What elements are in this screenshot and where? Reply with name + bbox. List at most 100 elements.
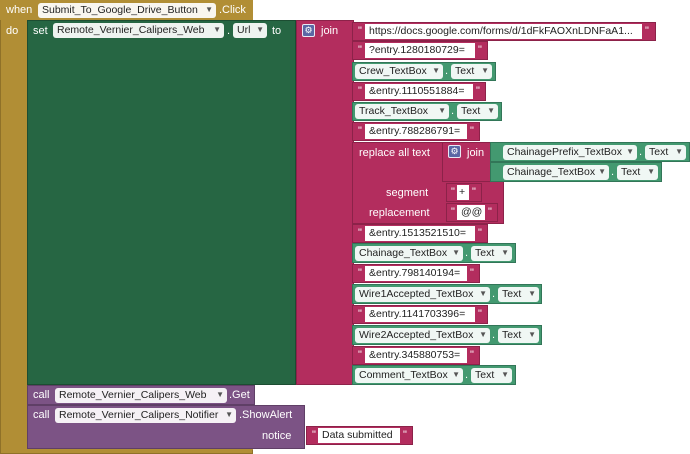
wire1-component-dropdown[interactable]: Wire1Accepted_TextBox ▼ <box>355 287 490 302</box>
crew-component-label: Crew_TextBox <box>359 65 427 77</box>
replacement-label: replacement <box>369 207 430 219</box>
segment-value[interactable]: + <box>457 185 469 200</box>
crew-property-dropdown[interactable]: Text ▼ <box>451 64 492 79</box>
setter-dot: . <box>227 25 231 37</box>
chevron-down-icon: ▼ <box>213 25 221 34</box>
event-component-dropdown[interactable]: Submit_To_Google_Drive_Button ▼ <box>38 3 216 18</box>
chevron-down-icon: ▼ <box>598 167 606 176</box>
gear-icon[interactable]: ⚙ <box>448 145 461 158</box>
inner-chainage-component-dropdown[interactable]: Chainage_TextBox ▼ <box>503 165 609 180</box>
call-showalert-component-dropdown[interactable]: Remote_Vernier_Calipers_Notifier ▼ <box>55 408 236 423</box>
call-get-component-dropdown[interactable]: Remote_Vernier_Calipers_Web ▼ <box>55 388 227 403</box>
string-value-s2[interactable]: &entry.1110551884= <box>365 84 473 99</box>
wire1-dot: . <box>492 288 496 300</box>
chainage-prefix-dot: . <box>639 146 643 158</box>
string-value-s6[interactable]: &entry.1141703396= <box>365 307 475 322</box>
call-get-method: .Get <box>229 389 250 401</box>
chevron-down-icon: ▼ <box>216 390 224 399</box>
inner-chainage-component-label: Chainage_TextBox <box>507 166 596 178</box>
quote-close: " <box>488 206 492 218</box>
chevron-down-icon: ▼ <box>626 147 634 156</box>
string-value-s5[interactable]: &entry.798140194= <box>365 266 467 281</box>
chevron-down-icon: ▼ <box>205 5 213 14</box>
comment-property-dropdown[interactable]: Text ▼ <box>471 368 512 383</box>
quote-open: " <box>312 429 316 441</box>
set-url-block[interactable] <box>27 20 296 385</box>
quote-open: " <box>358 125 362 137</box>
chevron-down-icon: ▼ <box>487 106 495 115</box>
inner-chainage-dot: . <box>611 166 615 178</box>
chevron-down-icon: ▼ <box>501 370 509 379</box>
call-get-component-label: Remote_Vernier_Calipers_Web <box>59 389 207 401</box>
wire1-property-dropdown[interactable]: Text ▼ <box>498 287 539 302</box>
string-value-s4[interactable]: &entry.1513521510= <box>365 226 475 241</box>
quote-close: " <box>472 186 476 198</box>
quote-close: " <box>403 429 407 441</box>
crew-component-dropdown[interactable]: Crew_TextBox ▼ <box>355 64 443 79</box>
crew-dot: . <box>445 65 449 77</box>
chevron-down-icon: ▼ <box>438 106 446 115</box>
call-get-label: call <box>33 389 50 401</box>
track-component-label: Track_TextBox <box>359 105 429 117</box>
quote-close: " <box>645 25 649 37</box>
quote-close: " <box>478 44 482 56</box>
quote-close: " <box>478 227 482 239</box>
chevron-down-icon: ▼ <box>479 289 487 298</box>
quote-open: " <box>358 227 362 239</box>
quote-open: " <box>451 186 455 198</box>
segment-label: segment <box>386 187 429 199</box>
crew-property-label: Text <box>455 65 475 77</box>
setter-component-dropdown[interactable]: Remote_Vernier_Calipers_Web ▼ <box>53 23 224 38</box>
replace-all-text-label: replace all text <box>359 147 430 159</box>
setter-property-label: Url <box>237 24 251 36</box>
track-property-label: Text <box>461 105 481 117</box>
gear-icon[interactable]: ⚙ <box>302 24 315 37</box>
inner-chainage-property-label: Text <box>621 166 641 178</box>
wire2-dot: . <box>492 329 496 341</box>
event-name-label: .Click <box>219 4 246 16</box>
join-block[interactable] <box>296 20 354 385</box>
chainage-dot: . <box>465 247 469 259</box>
quote-close: " <box>478 308 482 320</box>
join-label: join <box>321 25 339 37</box>
chainage-property-dropdown[interactable]: Text ▼ <box>471 246 512 261</box>
string-value-s7[interactable]: &entry.345880753= <box>365 348 467 363</box>
notice-string-value[interactable]: Data submitted <box>318 428 400 443</box>
chainage-component-label: Chainage_TextBox <box>359 247 448 259</box>
call-showalert-method: .ShowAlert <box>239 409 293 421</box>
track-property-dropdown[interactable]: Text ▼ <box>457 104 498 119</box>
wire2-property-label: Text <box>502 329 522 341</box>
chevron-down-icon: ▼ <box>501 248 509 257</box>
string-value-s3[interactable]: &entry.788286791= <box>365 124 467 139</box>
chainage-prefix-component-dropdown[interactable]: ChainagePrefix_TextBox ▼ <box>503 145 637 160</box>
inner-chainage-property-dropdown[interactable]: Text ▼ <box>617 165 658 180</box>
chainage-prefix-component-label: ChainagePrefix_TextBox <box>507 146 622 158</box>
quote-close: " <box>470 125 474 137</box>
wire2-component-dropdown[interactable]: Wire2Accepted_TextBox ▼ <box>355 328 490 343</box>
quote-open: " <box>358 85 362 97</box>
quote-close: " <box>476 85 480 97</box>
quote-open: " <box>358 267 362 279</box>
chainage-component-dropdown[interactable]: Chainage_TextBox ▼ <box>355 246 463 261</box>
quote-open: " <box>358 25 362 37</box>
quote-close: " <box>470 267 474 279</box>
inner-join-label: join <box>467 147 485 159</box>
chainage-prefix-property-dropdown[interactable]: Text ▼ <box>645 145 686 160</box>
chevron-down-icon: ▼ <box>528 330 536 339</box>
string-value-s1[interactable]: ?entry.1280180729= <box>365 43 475 58</box>
wire2-property-dropdown[interactable]: Text ▼ <box>498 328 539 343</box>
quote-open: " <box>358 349 362 361</box>
setter-component-label: Remote_Vernier_Calipers_Web <box>57 24 205 36</box>
replacement-value[interactable]: @@ <box>457 205 485 220</box>
to-label: to <box>272 25 282 37</box>
url-string-value[interactable]: https://docs.google.com/forms/d/1dFkFAOX… <box>365 24 642 39</box>
chevron-down-icon: ▼ <box>432 66 440 75</box>
comment-component-dropdown[interactable]: Comment_TextBox ▼ <box>355 368 463 383</box>
set-label: set <box>33 25 48 37</box>
track-component-dropdown[interactable]: Track_TextBox ▼ <box>355 104 449 119</box>
when-label: when <box>6 4 33 16</box>
setter-property-dropdown[interactable]: Url ▼ <box>233 23 267 38</box>
chevron-down-icon: ▼ <box>481 66 489 75</box>
chevron-down-icon: ▼ <box>528 289 536 298</box>
call-showalert-label: call <box>33 409 50 421</box>
